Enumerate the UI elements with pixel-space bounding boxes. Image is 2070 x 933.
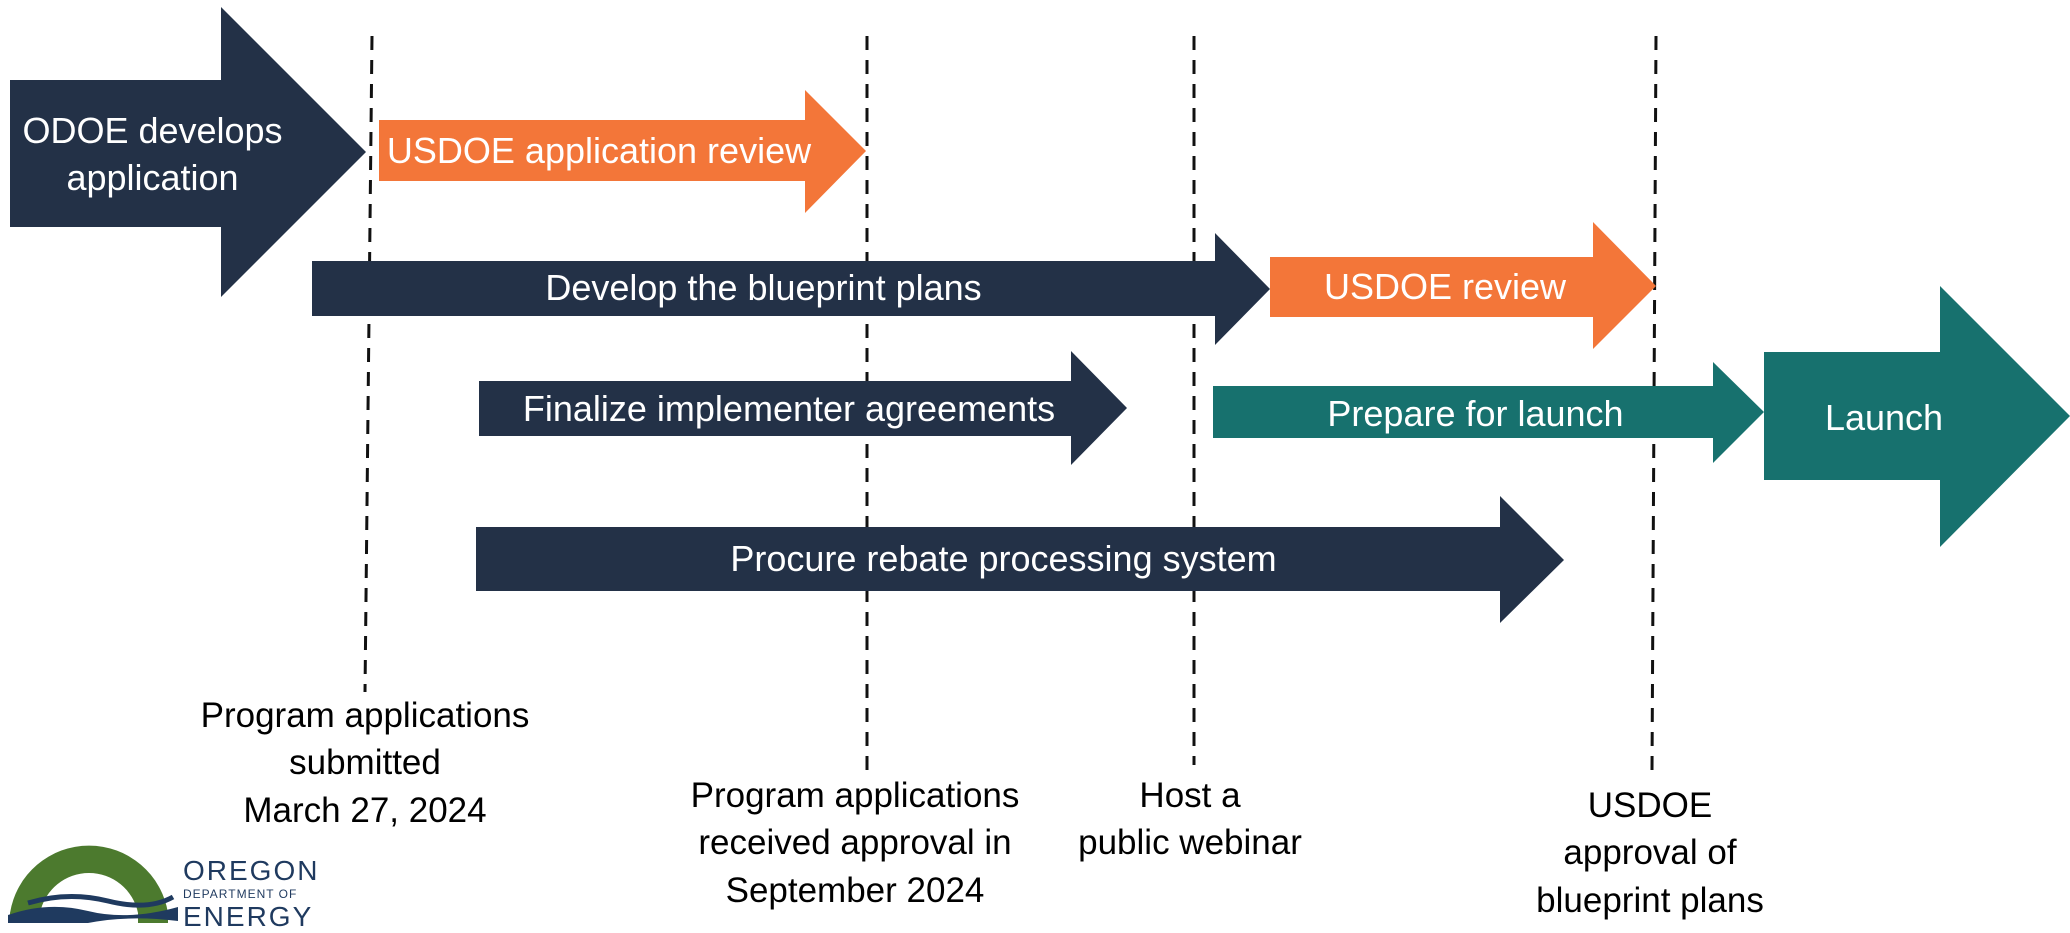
arrow-usdoe-review: [1270, 222, 1656, 349]
milestone-label-blueprint-approval: USDOE approval of blueprint plans: [1536, 786, 1764, 920]
milestone-label-submitted: Program applications submitted March 27,…: [200, 696, 530, 830]
arrow-procure-system: [476, 496, 1564, 623]
arrow-label-prepare-launch: Prepare for launch: [1327, 392, 1624, 434]
arrow-label-odoe-develops: ODOE develops application: [22, 110, 283, 198]
logo-text-oregon: OREGON: [183, 855, 320, 886]
arrow-label-usdoe-application-review: USDOE application review: [386, 129, 812, 171]
arrow-develop-blueprint: [312, 233, 1270, 345]
milestone-label-approved: Program applications received approval i…: [690, 776, 1020, 910]
arrow-label-develop-blueprint: Develop the blueprint plans: [545, 266, 982, 308]
arrow-label-launch: Launch: [1824, 396, 1944, 438]
arrow-label-usdoe-review: USDOE review: [1323, 265, 1567, 307]
oregon-energy-logo: OREGON DEPARTMENT OF ENERGY: [8, 815, 338, 932]
arrow-label-finalize-agreements: Finalize implementer agreements: [522, 387, 1056, 429]
arrow-label-procure-system: Procure rebate processing system: [730, 537, 1277, 579]
arrow-usdoe-application-review: [379, 90, 866, 213]
arrow-finalize-agreements: [479, 351, 1127, 465]
arrow-odoe-develops: [10, 7, 366, 297]
arrow-prepare-launch: [1213, 362, 1764, 463]
logo-text-energy: ENERGY: [183, 901, 314, 932]
arrow-launch: [1764, 286, 2070, 547]
logo-emblem-icon: [8, 845, 178, 923]
logo-text-department: DEPARTMENT OF: [183, 887, 298, 901]
milestone-label-webinar: Host a public webinar: [1078, 776, 1302, 863]
milestone-line-submitted: [363, 35, 374, 693]
